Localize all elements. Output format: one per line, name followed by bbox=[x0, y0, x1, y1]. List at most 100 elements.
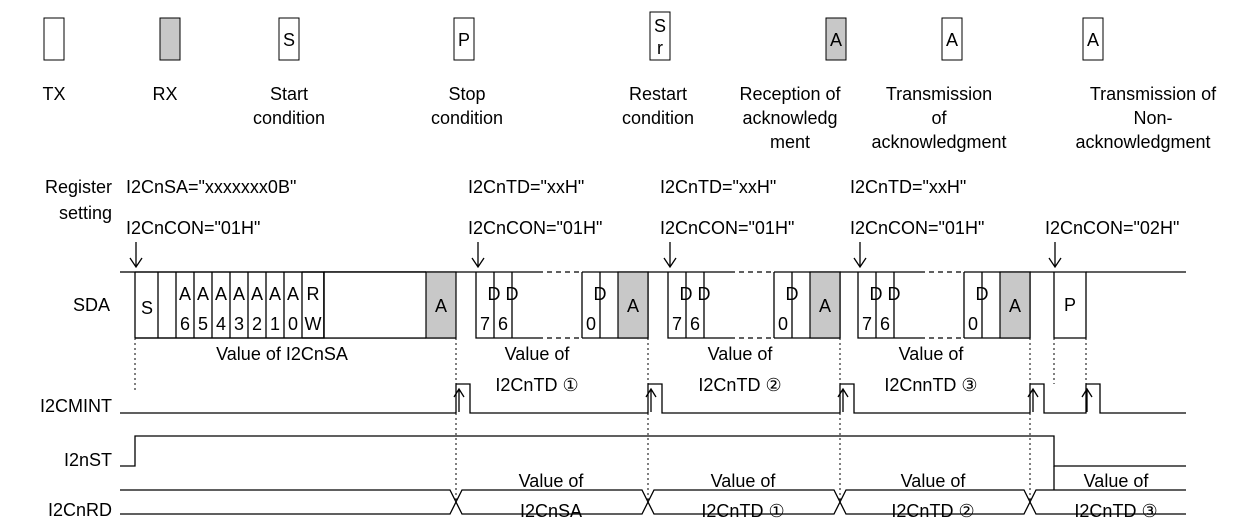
addr-bit-a6-index: 6 bbox=[180, 314, 190, 334]
signal-label-i2nst: I2nST bbox=[64, 450, 112, 470]
legend-tx-box bbox=[43, 17, 65, 61]
sda-frame-1-mask bbox=[325, 273, 425, 337]
legend-ack-tx-label-1: Transmission bbox=[886, 84, 992, 104]
legend-nack-tx-symbol: A bbox=[1087, 30, 1099, 50]
data-bit-d7-c-index: 7 bbox=[862, 314, 872, 334]
sda-caption-4-line-1: Value of bbox=[899, 344, 965, 364]
sda-ack-4-symbol: A bbox=[1009, 296, 1021, 316]
legend-ack-rx-box bbox=[825, 17, 847, 61]
data-bit-d7-a: D bbox=[488, 284, 501, 304]
data-bit-d0-c: D bbox=[976, 284, 989, 304]
legend-stop: P Stop condition bbox=[431, 17, 503, 128]
data-bit-d6-b: D bbox=[698, 284, 711, 304]
reg-group-4-line-1: I2CnTD="xxH" bbox=[850, 177, 966, 197]
reg-group-5-line-1: I2CnCON="02H" bbox=[1045, 218, 1179, 238]
int-arrow-1 bbox=[453, 387, 465, 412]
legend-tx: TX bbox=[42, 17, 66, 104]
int-arrow-5 bbox=[1081, 387, 1093, 412]
legend: TX RX S Start condition P Stop condition… bbox=[42, 11, 1217, 152]
signal-label-i2cnrd: I2CnRD bbox=[48, 500, 112, 520]
data-bit-d0-a: D bbox=[594, 284, 607, 304]
addr-bit-a3: A bbox=[233, 284, 245, 304]
sda-ack-2-symbol: A bbox=[627, 296, 639, 316]
sda-stop-symbol: P bbox=[1064, 295, 1076, 315]
reg-group-1-line-2: I2CnCON="01H" bbox=[126, 218, 260, 238]
legend-ack-tx-label-3: acknowledgment bbox=[871, 132, 1006, 152]
addr-bit-a1-index: 1 bbox=[270, 314, 280, 334]
reg-group-2-line-2: I2CnCON="01H" bbox=[468, 218, 602, 238]
addr-bit-rw: R bbox=[307, 284, 320, 304]
data-bit-d6-c-index: 6 bbox=[880, 314, 890, 334]
sda-ack-cell-1 bbox=[425, 271, 457, 339]
guide-lines bbox=[134, 338, 1087, 500]
legend-rx-label: RX bbox=[152, 84, 177, 104]
sda-start-symbol: S bbox=[141, 298, 153, 318]
sda-frame-3: D 7 D 6 D 0 A Value of I2CnTD ② bbox=[667, 271, 858, 395]
int-arrow-2 bbox=[645, 387, 657, 412]
legend-start: S Start condition bbox=[253, 17, 325, 128]
legend-ack-rx-label-3: ment bbox=[770, 132, 810, 152]
legend-ack-rx-symbol: A bbox=[830, 30, 842, 50]
legend-ack-tx: A Transmission of acknowledgment bbox=[871, 17, 1007, 152]
reg-group-1-line-1: I2CnSA="xxxxxxx0B" bbox=[126, 177, 296, 197]
addr-bit-a5-index: 5 bbox=[198, 314, 208, 334]
reg-arrow-5 bbox=[1048, 242, 1062, 269]
register-setting: Register setting I2CnSA="xxxxxxx0B" I2Cn… bbox=[45, 177, 1179, 269]
data-bit-d6-c: D bbox=[888, 284, 901, 304]
legend-start-label-2: condition bbox=[253, 108, 325, 128]
legend-restart: S r Restart condition bbox=[622, 11, 694, 128]
data-bit-d0-b: D bbox=[786, 284, 799, 304]
legend-restart-symbol-2: r bbox=[657, 38, 663, 58]
legend-nack-tx-label-2: Non- bbox=[1133, 108, 1172, 128]
legend-stop-label-2: condition bbox=[431, 108, 503, 128]
sda-frame-2: D 7 D 6 D 0 A Value of I2CnTD ① bbox=[456, 271, 668, 395]
signal-label-i2cmint: I2CMINT bbox=[40, 396, 112, 416]
legend-ack-tx-symbol: A bbox=[946, 30, 958, 50]
data-bit-d7-b-index: 7 bbox=[672, 314, 682, 334]
data-bit-d7-c: D bbox=[870, 284, 883, 304]
legend-stop-label-1: Stop bbox=[448, 84, 485, 104]
rd-value-3-line-1: Value of bbox=[901, 471, 967, 491]
rd-value-4-line-2: I2CnTD ③ bbox=[1074, 501, 1157, 521]
legend-ack-rx-label-1: Reception of bbox=[739, 84, 841, 104]
addr-bit-a2-index: 2 bbox=[252, 314, 262, 334]
reg-group-4-line-2: I2CnCON="01H" bbox=[850, 218, 984, 238]
sda-start-cell: S bbox=[141, 272, 159, 338]
reg-group-3-line-2: I2CnCON="01H" bbox=[660, 218, 794, 238]
sda-ack-cell-2 bbox=[617, 271, 649, 339]
sda-caption-1: Value of I2CnSA bbox=[216, 344, 348, 364]
sda-ack-cell-3 bbox=[809, 271, 841, 339]
reg-arrow-2 bbox=[471, 242, 485, 269]
addr-bit-a5: A bbox=[197, 284, 209, 304]
legend-restart-label-2: condition bbox=[622, 108, 694, 128]
rd-value-1-line-1: Value of bbox=[519, 471, 585, 491]
sda-ack-cell-4 bbox=[999, 271, 1031, 339]
legend-restart-box bbox=[649, 11, 671, 61]
data-bit-d6-b-index: 6 bbox=[690, 314, 700, 334]
data-bit-d7-a-index: 7 bbox=[480, 314, 490, 334]
int-arrow-3 bbox=[837, 387, 849, 412]
rd-value-1-line-2: I2CnSA bbox=[520, 501, 582, 521]
addr-bit-rw-index: W bbox=[305, 314, 322, 334]
legend-nack-tx-label-3: acknowledgment bbox=[1075, 132, 1210, 152]
legend-ack-rx: A Reception of acknowledg ment bbox=[739, 17, 847, 152]
addr-bit-a0-index: 0 bbox=[288, 314, 298, 334]
data-bit-d0-c-index: 0 bbox=[968, 314, 978, 334]
legend-nack-tx-label-1: Transmission of bbox=[1090, 84, 1217, 104]
sda-caption-2-line-2: I2CnTD ① bbox=[495, 375, 578, 395]
data-bit-d7-b: D bbox=[680, 284, 693, 304]
addr-bit-a4-index: 4 bbox=[216, 314, 226, 334]
reg-group-2-line-1: I2CnTD="xxH" bbox=[468, 177, 584, 197]
addr-bit-a1: A bbox=[269, 284, 281, 304]
sda-address-bits: A 6 A 5 A 4 A 3 A 2 A 1 A 0 R W bbox=[175, 272, 325, 338]
addr-bit-a0: A bbox=[287, 284, 299, 304]
legend-nack-tx-box bbox=[1082, 17, 1104, 61]
data-bit-d6-a-index: 6 bbox=[498, 314, 508, 334]
reg-arrow-4 bbox=[853, 242, 867, 269]
legend-rx-box bbox=[159, 17, 181, 61]
sda-ack-1-symbol: A bbox=[435, 296, 447, 316]
i2cmint-waveform bbox=[120, 383, 1186, 414]
data-bit-d0-a-index: 0 bbox=[586, 314, 596, 334]
reg-arrow-1 bbox=[129, 242, 143, 269]
